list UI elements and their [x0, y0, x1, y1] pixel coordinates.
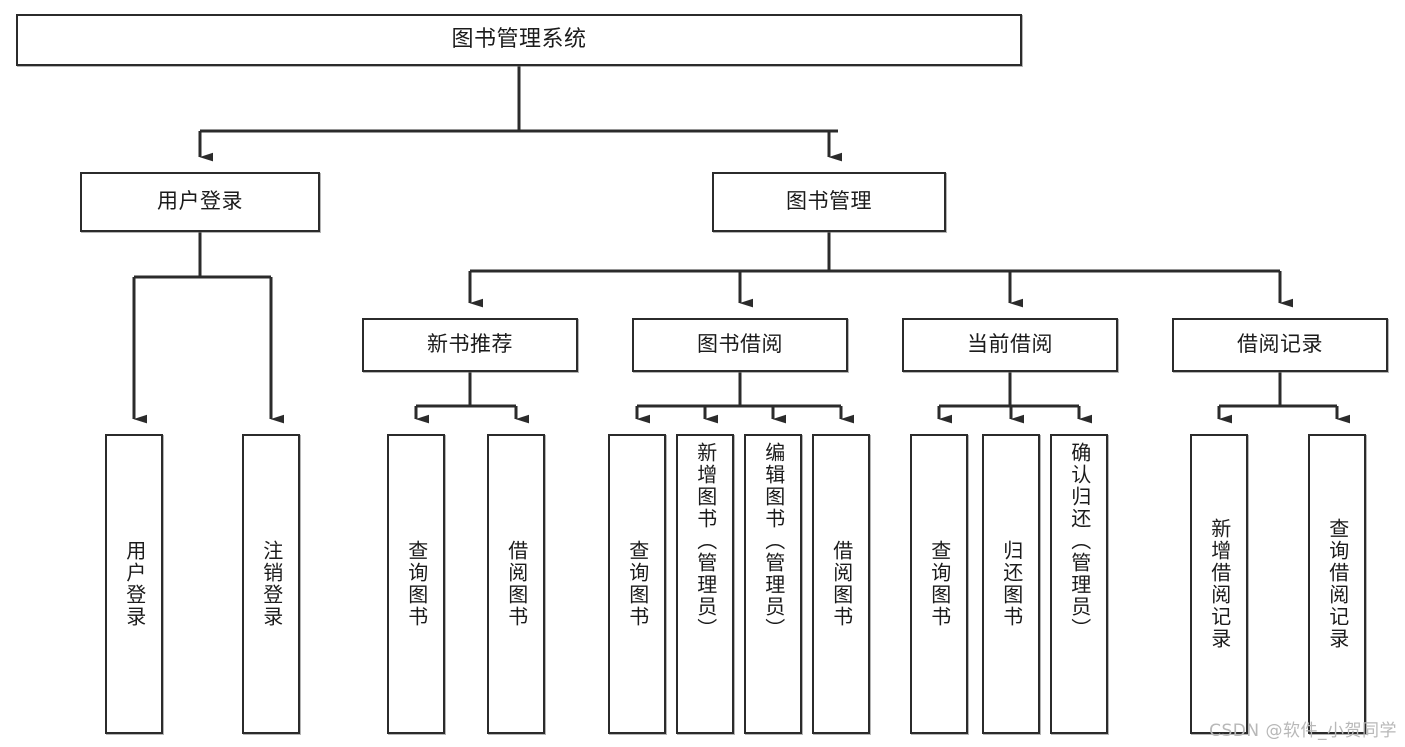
- node-root-system[interactable]: 图书管理系统: [16, 14, 1022, 66]
- node-user-login[interactable]: 用户登录: [80, 172, 320, 232]
- leaf-node[interactable]: 新增图书（管理员）: [676, 434, 734, 734]
- leaf-node[interactable]: 用户登录: [105, 434, 163, 734]
- leaf-node[interactable]: 编辑图书（管理员）: [744, 434, 802, 734]
- leaf-node[interactable]: 查询图书: [608, 434, 666, 734]
- node-book-borrowing[interactable]: 图书借阅: [632, 318, 848, 372]
- leaf-node[interactable]: 查询借阅记录: [1308, 434, 1366, 734]
- leaf-label: 借阅图书: [504, 540, 529, 628]
- leaf-label: 查询图书: [404, 540, 429, 628]
- node-borrow-records[interactable]: 借阅记录: [1172, 318, 1388, 372]
- leaf-label: 查询图书: [625, 540, 650, 628]
- node-label: 用户登录: [157, 189, 243, 214]
- leaf-node[interactable]: 查询图书: [910, 434, 968, 734]
- leaf-label: 查询图书: [927, 540, 952, 628]
- leaf-label: 编辑图书（管理员）: [761, 442, 786, 640]
- leaf-node[interactable]: 新增借阅记录: [1190, 434, 1248, 734]
- leaf-node[interactable]: 借阅图书: [487, 434, 545, 734]
- node-label: 当前借阅: [967, 332, 1053, 357]
- leaf-label: 查询借阅记录: [1325, 518, 1350, 650]
- node-label: 图书管理: [786, 189, 872, 214]
- leaf-node[interactable]: 确认归还（管理员）: [1050, 434, 1108, 734]
- node-label: 图书借阅: [697, 332, 783, 357]
- node-label: 借阅记录: [1237, 332, 1323, 357]
- leaf-label: 新增借阅记录: [1207, 518, 1232, 650]
- node-label: 图书管理系统: [451, 26, 587, 52]
- leaf-node[interactable]: 查询图书: [387, 434, 445, 734]
- node-book-management[interactable]: 图书管理: [712, 172, 946, 232]
- watermark: CSDN @软件_小贺同学: [1209, 721, 1397, 741]
- leaf-label: 确认归还（管理员）: [1067, 442, 1092, 640]
- leaf-node[interactable]: 注销登录: [242, 434, 300, 734]
- leaf-label: 用户登录: [122, 540, 147, 628]
- leaf-label: 归还图书: [999, 540, 1024, 628]
- leaf-label: 借阅图书: [829, 540, 854, 628]
- node-label: 新书推荐: [427, 332, 513, 357]
- leaf-node[interactable]: 归还图书: [982, 434, 1040, 734]
- leaf-node[interactable]: 借阅图书: [812, 434, 870, 734]
- leaf-label: 新增图书（管理员）: [693, 442, 718, 640]
- node-new-book-recommendation[interactable]: 新书推荐: [362, 318, 578, 372]
- leaf-label: 注销登录: [259, 540, 284, 628]
- node-current-borrowing[interactable]: 当前借阅: [902, 318, 1118, 372]
